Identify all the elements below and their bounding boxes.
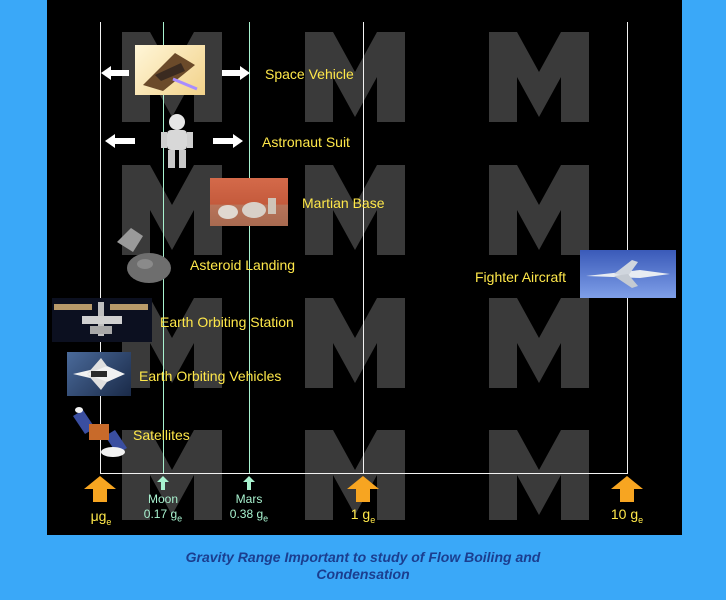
- astronaut-image: [157, 112, 197, 170]
- watermark-logo: [489, 32, 589, 122]
- caption-line-1: Gravity Range Important to study of Flow…: [185, 549, 541, 565]
- moon-value: 0.17 ge: [143, 507, 183, 524]
- one-g-value: 1 ge: [350, 506, 376, 525]
- watermark-logo: [305, 298, 405, 388]
- satellite-image: [69, 406, 133, 462]
- watermark-logo: [122, 165, 222, 255]
- earth-orbiting-station-image: [52, 298, 152, 342]
- asteroid-landing-label: Asteroid Landing: [190, 257, 296, 273]
- ten-g-line: [627, 22, 628, 474]
- earth-orbiting-vehicles-label: Earth Orbiting Vehicles: [139, 368, 282, 384]
- up-arrow-icon: [243, 476, 255, 490]
- ten-g-value: 10 ge: [610, 506, 644, 525]
- watermark-logo: [489, 430, 589, 520]
- left-arrow-icon: [105, 134, 135, 148]
- watermark-logo: [305, 165, 405, 255]
- one-g-line: [363, 22, 364, 474]
- right-arrow-icon: [213, 134, 243, 148]
- watermark-logo: [489, 298, 589, 388]
- mars-value: 0.38 ge: [229, 507, 269, 524]
- space-vehicle-image: [135, 45, 205, 95]
- fighter-aircraft-image: [580, 250, 676, 298]
- moon-line: [163, 22, 164, 474]
- watermark-logo: [122, 430, 222, 520]
- diagram-panel: Space Vehicle Astronaut Suit Martian Bas…: [47, 0, 682, 535]
- martian-base-label: Martian Base: [302, 195, 385, 211]
- figure-caption: Gravity Range Important to study of Flow…: [0, 549, 726, 583]
- fighter-aircraft-label: Fighter Aircraft: [475, 269, 567, 285]
- mars-line: [249, 22, 250, 474]
- left-arrow-icon: [101, 66, 129, 80]
- satellites-label: Satellites: [133, 427, 190, 443]
- moon-label: Moon: [147, 492, 179, 506]
- mars-label: Mars: [235, 492, 263, 506]
- up-arrow-icon: [84, 476, 116, 502]
- caption-line-2: Condensation: [316, 566, 410, 582]
- asteroid-landing-image: [109, 222, 171, 284]
- earth-orbiting-vehicle-image: [67, 352, 131, 396]
- watermark-logo: [305, 32, 405, 122]
- space-vehicle-label: Space Vehicle: [265, 66, 354, 82]
- astronaut-suit-label: Astronaut Suit: [262, 134, 350, 150]
- up-arrow-icon: [157, 476, 169, 490]
- earth-orbiting-station-label: Earth Orbiting Station: [160, 314, 294, 330]
- watermark-logo: [305, 430, 405, 520]
- right-arrow-icon: [222, 66, 250, 80]
- up-arrow-icon: [611, 476, 643, 502]
- watermark-logo: [489, 165, 589, 255]
- gravity-axis-line: [100, 473, 628, 474]
- martian-base-image: [210, 178, 288, 226]
- up-arrow-icon: [347, 476, 379, 502]
- micro-g-line: [100, 22, 101, 474]
- micro-g-value: μge: [90, 508, 112, 527]
